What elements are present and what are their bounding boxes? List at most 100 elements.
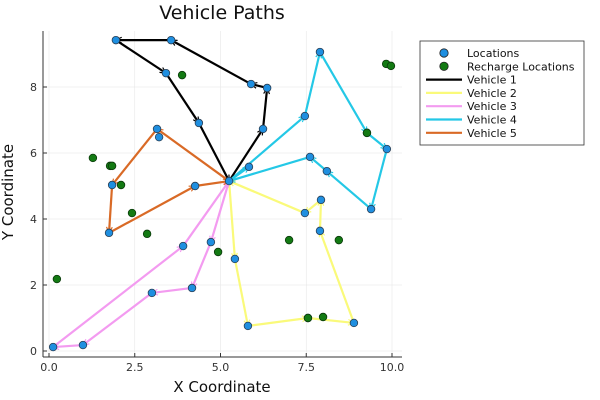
path-segment <box>108 185 195 234</box>
path-segment <box>229 155 311 181</box>
recharge-marker <box>284 235 294 245</box>
location-marker <box>230 254 240 264</box>
legend-item-label: Vehicle 2 <box>467 87 517 100</box>
location-marker <box>300 208 310 218</box>
location-marker <box>224 176 234 186</box>
y-tick-label: 8 <box>30 81 37 94</box>
path-segment <box>165 72 200 123</box>
location-marker <box>154 132 164 142</box>
path-segment <box>229 180 306 215</box>
y-tick-label: 0 <box>30 345 37 358</box>
legend-item-label: Vehicle 4 <box>467 114 517 127</box>
location-marker <box>190 181 200 191</box>
location-marker <box>194 118 204 128</box>
legend-marker-icon <box>439 61 449 71</box>
path-segment <box>192 241 212 288</box>
location-marker <box>161 68 171 78</box>
location-marker <box>187 283 197 293</box>
recharge-marker <box>334 235 344 245</box>
recharge-marker <box>107 161 117 171</box>
location-marker <box>322 166 332 176</box>
path-segment <box>83 292 153 346</box>
location-marker <box>246 79 256 89</box>
vehicle-paths <box>52 39 388 348</box>
path-segment <box>228 129 264 182</box>
recharge-marker <box>116 180 126 190</box>
y-axis-label: Y Coordinate <box>0 144 17 241</box>
path-segment <box>157 128 230 182</box>
location-marker <box>300 111 310 121</box>
path-segment <box>371 148 388 209</box>
path-segment <box>171 39 252 85</box>
location-marker <box>48 342 58 352</box>
location-marker <box>349 318 359 328</box>
location-marker <box>147 288 157 298</box>
location-marker <box>206 237 216 247</box>
location-marker <box>78 340 88 350</box>
location-marker <box>166 35 176 45</box>
location-markers <box>48 35 396 352</box>
path-segment <box>261 88 267 130</box>
x-tick-label: 2.5 <box>126 361 144 374</box>
x-tick-label: 10.0 <box>380 361 405 374</box>
location-marker <box>315 226 325 236</box>
y-tick-label: 6 <box>30 147 37 160</box>
path-segment <box>211 180 231 242</box>
path-segment <box>194 181 229 188</box>
path-segment <box>115 39 166 75</box>
path-segment <box>320 231 355 324</box>
x-axis-label: X Coordinate <box>173 378 270 396</box>
location-marker <box>152 124 162 134</box>
recharge-marker <box>386 61 396 71</box>
recharge-marker <box>303 313 313 323</box>
recharge-marker <box>142 229 152 239</box>
path-segment <box>320 200 321 231</box>
legend-item-label: Vehicle 5 <box>467 127 517 140</box>
grid-lines <box>43 31 402 357</box>
location-marker <box>178 241 188 251</box>
location-marker <box>366 204 376 214</box>
path-segment <box>182 181 230 247</box>
recharge-marker <box>362 128 372 138</box>
path-segment <box>52 245 183 348</box>
recharge-marker <box>318 312 328 322</box>
recharge-marker <box>127 208 137 218</box>
legend-item-label: Recharge Locations <box>467 60 575 73</box>
path-segment <box>53 345 84 347</box>
location-marker <box>305 152 315 162</box>
path-segment <box>366 132 387 150</box>
location-marker <box>315 47 325 57</box>
path-segment <box>109 184 114 233</box>
recharge-marker <box>177 70 187 80</box>
path-segment <box>327 171 372 210</box>
path-segment <box>233 258 248 326</box>
recharge-marker <box>88 153 98 163</box>
path-segment <box>197 122 231 181</box>
location-marker <box>316 195 326 205</box>
recharge-marker <box>213 247 223 257</box>
path-segment <box>111 128 158 185</box>
path-segment <box>303 52 320 117</box>
y-tick-label: 4 <box>30 213 37 226</box>
location-marker <box>258 124 268 134</box>
x-tick-label: 7.5 <box>298 361 316 374</box>
path-segment <box>227 180 235 259</box>
legend-item-label: Locations <box>467 47 520 60</box>
location-marker <box>382 144 392 154</box>
path-segment <box>152 286 193 293</box>
x-tick-label: 5.0 <box>212 361 230 374</box>
recharge-marker <box>52 274 62 284</box>
location-marker <box>262 83 272 93</box>
chart-title: Vehicle Paths <box>159 2 285 24</box>
location-marker <box>243 321 253 331</box>
x-tick-label: 0.0 <box>40 361 58 374</box>
legend-marker-icon <box>439 48 449 58</box>
path-segment <box>228 116 305 182</box>
location-marker <box>107 180 117 190</box>
location-marker <box>104 228 114 238</box>
location-marker <box>111 35 121 45</box>
path-segment <box>307 316 354 323</box>
